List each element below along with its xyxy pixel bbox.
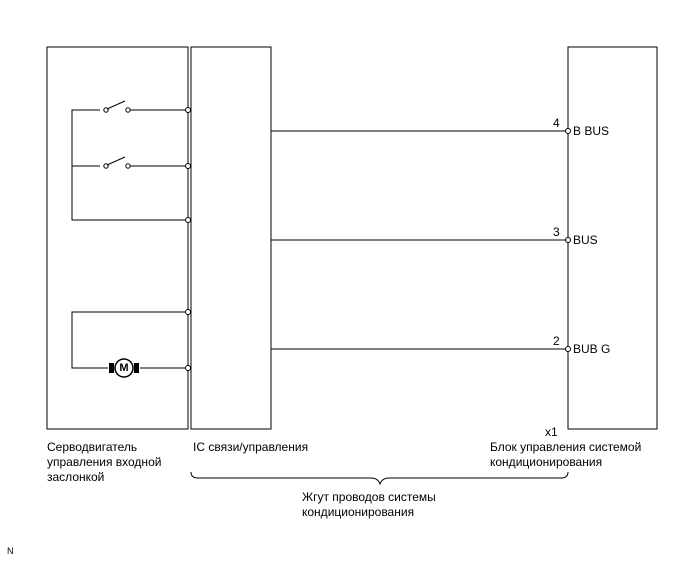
pin-number-2: 2 <box>553 334 560 348</box>
pin-number-3: 3 <box>553 225 560 239</box>
signal-b-bus: B BUS <box>573 124 610 138</box>
servo-connector-terminals <box>185 107 191 371</box>
signal-bub-g: BUB G <box>573 342 611 356</box>
harness-label: Жгут проводов системы кондиционирования <box>302 490 436 519</box>
harness-brace <box>190 471 569 486</box>
bus-wires <box>271 130 566 350</box>
ecu-connector-id: x1 <box>545 425 558 439</box>
switch-circuit <box>71 100 188 221</box>
signal-bus: BUS <box>573 233 598 247</box>
ic-box <box>190 46 272 430</box>
ecu-label: Блок управления системой кондиционирован… <box>490 440 642 469</box>
motor-symbol-label: M <box>119 362 129 374</box>
pin-number-4: 4 <box>553 116 560 130</box>
ic-label: IC связи/управления <box>193 440 309 454</box>
ecu-terminals <box>565 128 571 352</box>
servo-motor-box <box>46 46 189 430</box>
motor-circuit <box>71 311 188 378</box>
footnote-mark: N <box>7 546 14 556</box>
servo-motor-label: Серводвигатель управления входной заслон… <box>47 440 162 484</box>
